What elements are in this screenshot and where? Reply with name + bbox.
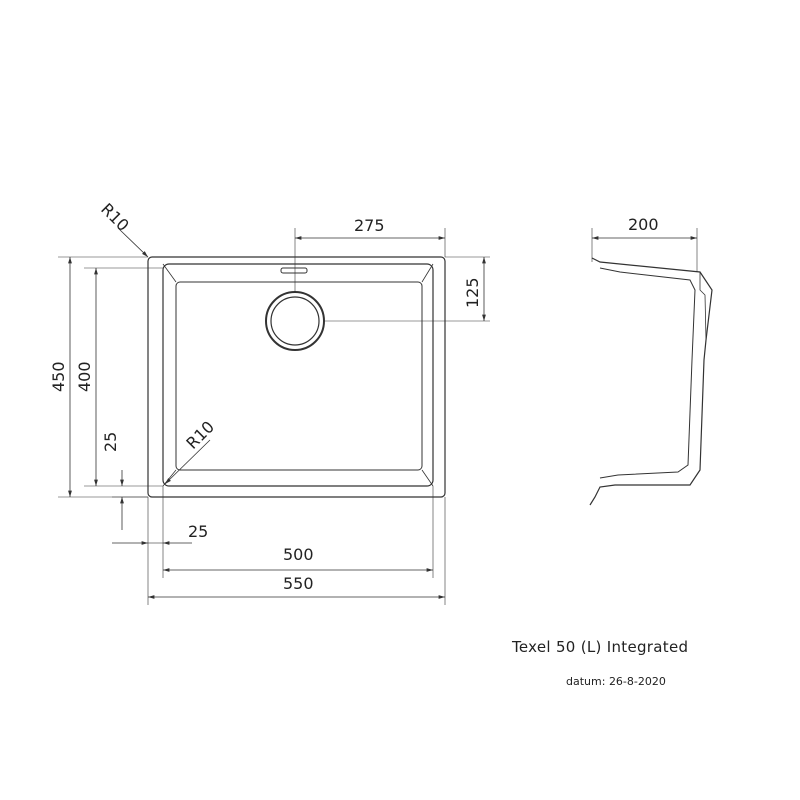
- dim-550: 550: [283, 574, 314, 593]
- date-value: 26-8-2020: [608, 675, 666, 688]
- dim-400: 400: [75, 361, 94, 392]
- overflow-slot: [280, 267, 308, 274]
- dim-500: 500: [283, 545, 314, 564]
- side-profile-outer: [589, 257, 713, 506]
- dim-r10-outer: R10: [97, 199, 133, 235]
- inner-bowl-floor: [175, 281, 423, 471]
- dim-200: 200: [628, 215, 659, 234]
- drain-inner: [270, 296, 320, 346]
- side-profile-inner: [599, 267, 696, 479]
- drain-outer: [265, 291, 325, 351]
- date-line: datum: 26-8-2020: [566, 675, 666, 688]
- date-label: datum:: [566, 675, 606, 688]
- dim-125: 125: [463, 277, 482, 308]
- inner-bowl-outline: [162, 263, 434, 487]
- drawing-title: Texel 50 (L) Integrated: [512, 638, 689, 656]
- dim-r10-inner: R10: [182, 417, 218, 453]
- dim-275: 275: [354, 216, 385, 235]
- outer-outline: [147, 256, 446, 498]
- dim-25-vertical: 25: [101, 432, 120, 452]
- side-view: [589, 228, 713, 506]
- title-block: Texel 50 (L) Integrated: [512, 638, 688, 656]
- dim-25-horizontal: 25: [188, 522, 208, 541]
- dim-450: 450: [49, 361, 68, 392]
- top-view: [58, 227, 490, 605]
